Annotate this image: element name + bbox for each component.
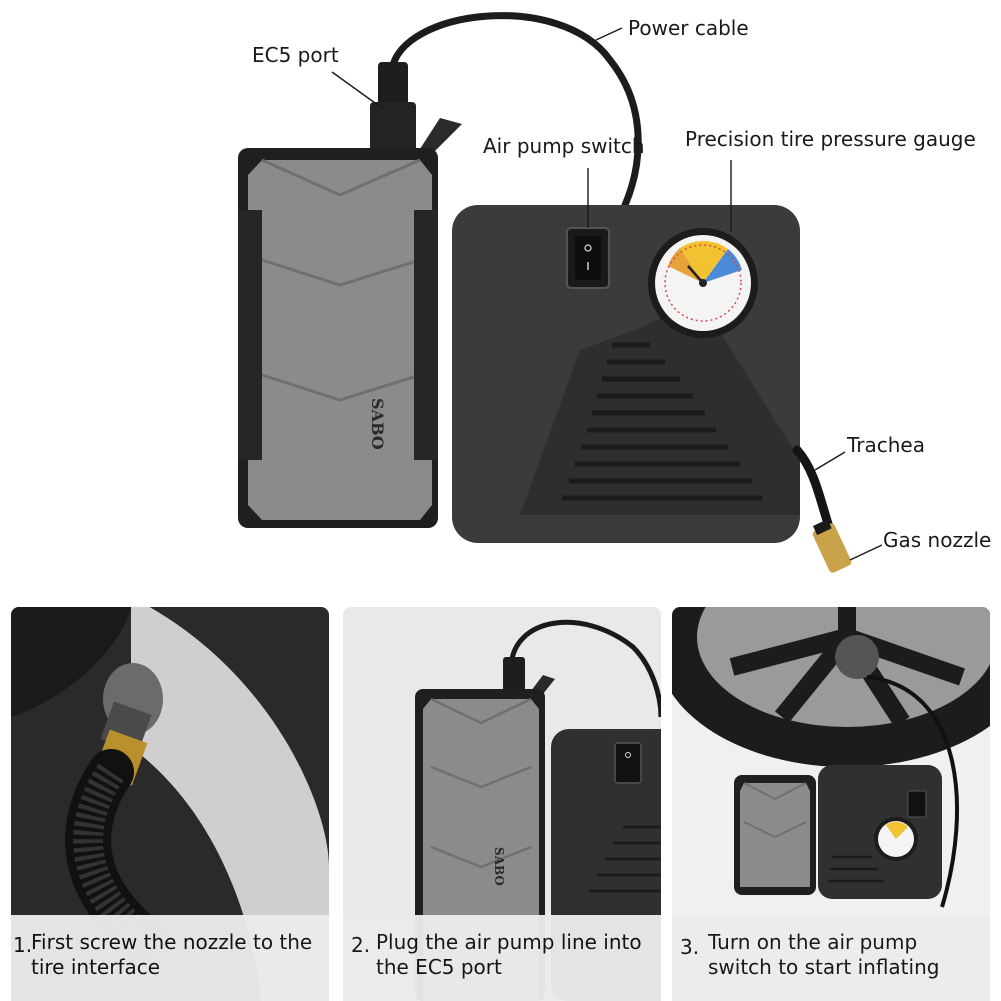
step-panel-2: SABO 2. Plug the air pump line into the … bbox=[343, 607, 661, 1001]
step-panel-1: 1. First screw the nozzle to the tire in… bbox=[11, 607, 329, 1001]
air-pump bbox=[452, 205, 800, 543]
power-cable bbox=[388, 12, 642, 209]
step-2-line-2: the EC5 port bbox=[376, 955, 502, 979]
step-2-number: 2. bbox=[351, 933, 371, 957]
step-3-line-2: switch to start inflating bbox=[708, 955, 940, 979]
label-air-pump-switch: Air pump switch bbox=[483, 134, 645, 158]
label-trachea: Trachea bbox=[847, 433, 925, 457]
trachea-hose bbox=[792, 445, 835, 535]
power-bank: SABO bbox=[238, 148, 438, 528]
label-power-cable: Power cable bbox=[628, 16, 749, 40]
pressure-gauge bbox=[648, 228, 758, 338]
step-1-line-2: tire interface bbox=[31, 955, 161, 979]
step-3-caption: 3. Turn on the air pump switch to start … bbox=[672, 915, 990, 1001]
step-1-caption: 1. First screw the nozzle to the tire in… bbox=[11, 915, 329, 1001]
step-1-line-1: First screw the nozzle to the bbox=[31, 930, 313, 954]
step-2-caption: 2. Plug the air pump line into the EC5 p… bbox=[343, 915, 661, 1001]
step-1-number: 1. bbox=[13, 933, 33, 957]
product-illustration: SABO bbox=[238, 12, 883, 573]
step-panel-3: 3. Turn on the air pump switch to start … bbox=[672, 607, 990, 1001]
gas-nozzle bbox=[812, 519, 852, 573]
step-2-brand-logo: SABO bbox=[492, 847, 506, 886]
label-ec5-port: EC5 port bbox=[252, 43, 339, 67]
step-3-line-1: Turn on the air pump bbox=[708, 930, 918, 954]
label-gas-nozzle: Gas nozzle bbox=[883, 528, 992, 552]
step-2-line-1: Plug the air pump line into bbox=[376, 930, 642, 954]
ec5-plug bbox=[370, 62, 462, 156]
brand-logo: SABO bbox=[368, 398, 387, 450]
label-pressure-gauge: Precision tire pressure gauge bbox=[685, 127, 976, 151]
step-3-number: 3. bbox=[680, 935, 700, 959]
